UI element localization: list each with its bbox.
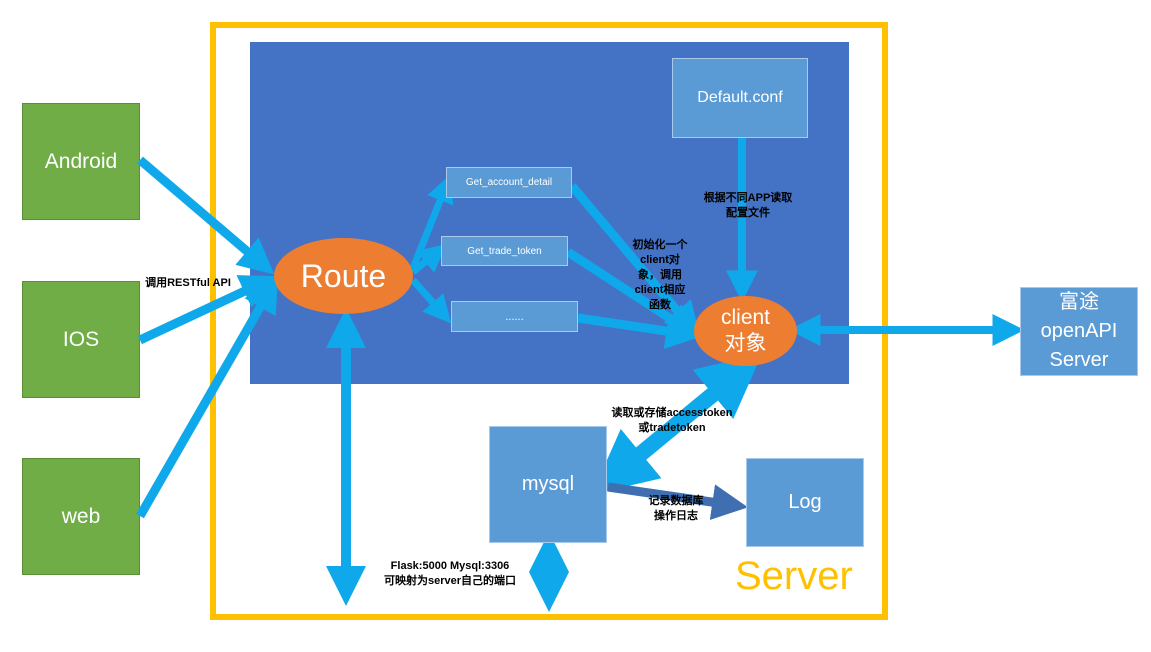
read-config-line-1: 根据不同APP读取: [703, 192, 793, 204]
log-note: 记录数据库 操作日志: [638, 494, 714, 524]
ports-note: Flask:5000 Mysql:3306 可映射为server自己的端口: [372, 559, 528, 589]
client-label-1: client: [720, 306, 771, 329]
log-label: Log: [788, 491, 822, 513]
futu-openapi-server-box: 富途 openAPI Server: [1020, 287, 1138, 376]
route-ellipse: Route: [274, 238, 413, 314]
account-to-client-arrow: [568, 183, 701, 339]
ellipsis-label: ......: [505, 310, 524, 323]
route-to-ellipsis-arrow: [410, 277, 452, 324]
client-label-2: 对象: [724, 332, 767, 355]
web-label: web: [61, 504, 101, 528]
restful-note: 调用RESTful API: [145, 277, 231, 289]
ports-line-1: Flask:5000 Mysql:3306: [390, 560, 510, 572]
default-conf-box: Default.conf: [672, 58, 808, 138]
mysql-to-log-arrow: [607, 482, 749, 520]
ports-line-2: 可映射为server自己的端口: [383, 575, 517, 587]
token-line-1: 读取或存储accesstoken: [611, 407, 733, 419]
default-conf-label: Default.conf: [697, 89, 783, 106]
futu-label-2: openAPI: [1040, 320, 1118, 342]
ios-to-route-arrow: [138, 275, 277, 345]
android-client-box: Android: [22, 103, 140, 220]
route-to-tradetoken-arrow: [410, 243, 447, 275]
get-account-detail-box: Get_account_detail: [446, 167, 572, 198]
ios-label: IOS: [62, 327, 100, 351]
init-line-5: 函数: [649, 299, 671, 311]
read-config-line-2: 配置文件: [726, 207, 770, 219]
get-trade-token-box: Get_trade_token: [441, 236, 568, 266]
ellipsis-box: ......: [451, 301, 578, 332]
init-client-note: 初始化一个 client对 象，调用 client相应 函数: [620, 238, 700, 313]
mysql-box: mysql: [489, 426, 607, 543]
token-line-2: 或tradetoken: [638, 422, 706, 434]
futu-label-1: 富途: [1059, 291, 1099, 313]
get-trade-token-label: Get_trade_token: [467, 245, 542, 257]
init-line-3: 象，调用: [638, 269, 682, 281]
read-config-note: 根据不同APP读取 配置文件: [690, 191, 806, 221]
client-object-ellipse: client 对象: [694, 296, 797, 366]
web-to-route-arrow: [136, 275, 279, 519]
futu-label-3: Server: [1049, 349, 1109, 371]
ellipsis-to-client-arrow: [577, 313, 703, 349]
server-title: Server: [735, 554, 853, 598]
init-line-2: client对: [640, 254, 680, 266]
get-account-detail-label: Get_account_detail: [465, 177, 553, 188]
android-to-route-arrow: [137, 156, 275, 275]
client-mysql-arrow: [591, 353, 763, 495]
ios-client-box: IOS: [22, 281, 140, 398]
token-note: 读取或存储accesstoken 或tradetoken: [600, 406, 744, 436]
android-label: Android: [44, 149, 118, 173]
log-note-line-1: 记录数据库: [648, 495, 704, 507]
log-box: Log: [746, 458, 864, 547]
init-line-1: 初始化一个: [632, 239, 688, 251]
log-note-line-2: 操作日志: [654, 510, 698, 522]
route-label: Route: [300, 257, 387, 294]
web-client-box: web: [22, 458, 140, 575]
init-line-4: client相应: [634, 284, 686, 296]
mysql-label: mysql: [521, 473, 575, 495]
